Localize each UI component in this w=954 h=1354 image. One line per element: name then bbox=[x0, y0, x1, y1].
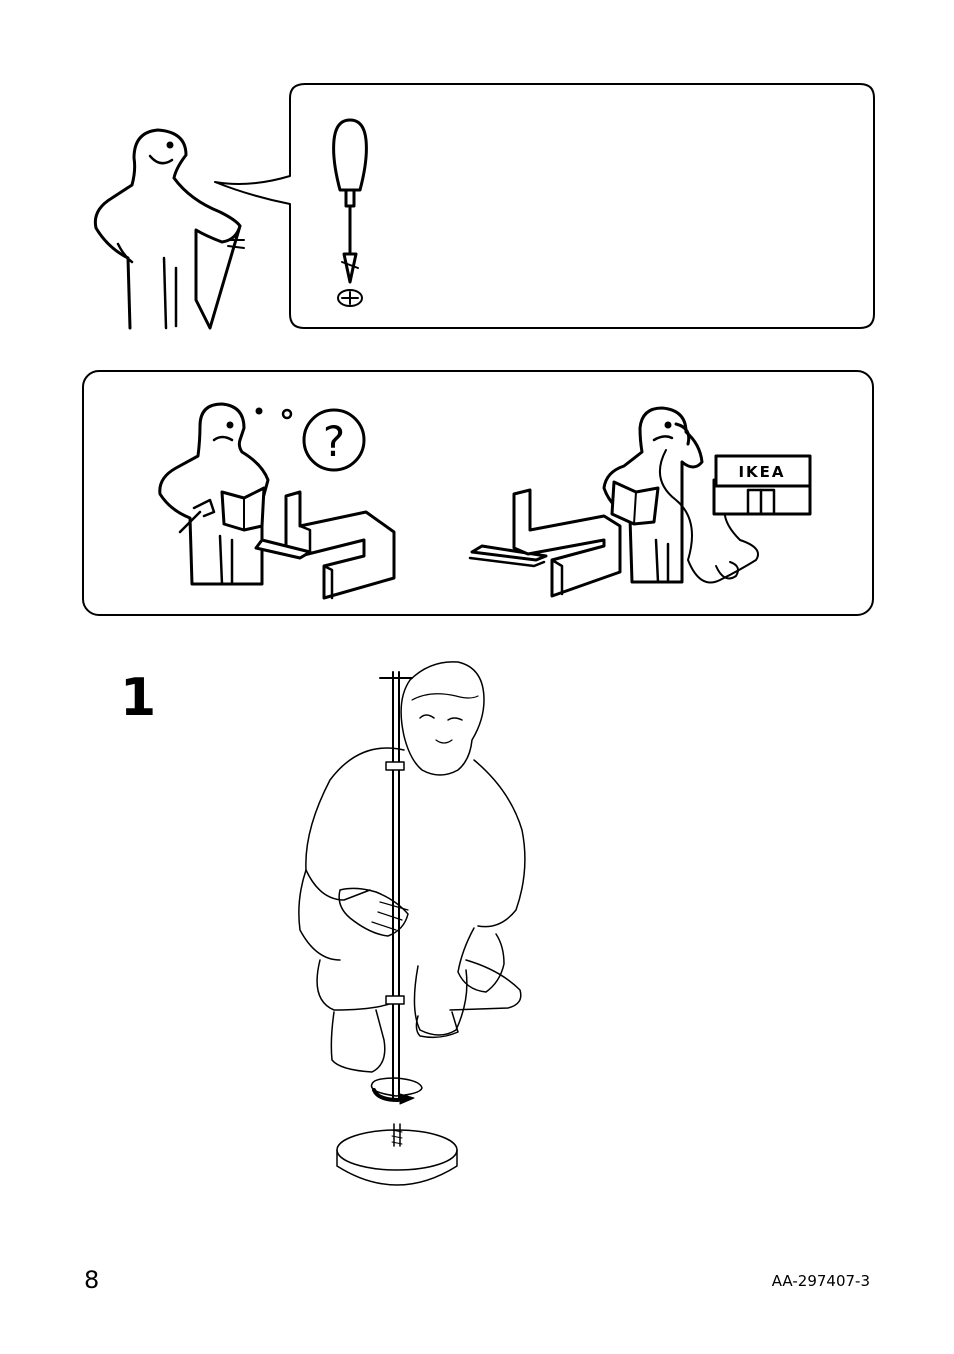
tool-panel bbox=[95, 84, 874, 328]
step-1-illustration bbox=[299, 662, 525, 1185]
screwdriver-icon bbox=[334, 120, 367, 282]
page-number: 8 bbox=[84, 1268, 99, 1292]
question-mark: ? bbox=[323, 417, 345, 466]
help-panel: ? IKEA bbox=[83, 371, 873, 615]
furniture-parts-right bbox=[470, 490, 620, 596]
document-code: AA-297407-3 bbox=[772, 1274, 870, 1289]
furniture-parts-left bbox=[256, 492, 394, 598]
store-sign: IKEA bbox=[738, 463, 785, 481]
phillips-head-icon bbox=[338, 290, 362, 306]
confused-person-icon bbox=[160, 404, 268, 584]
mascot-figure-icon bbox=[95, 130, 244, 328]
question-bubble: ? bbox=[304, 410, 364, 470]
step-number: 1 bbox=[120, 672, 156, 724]
store-icon: IKEA bbox=[714, 456, 810, 514]
